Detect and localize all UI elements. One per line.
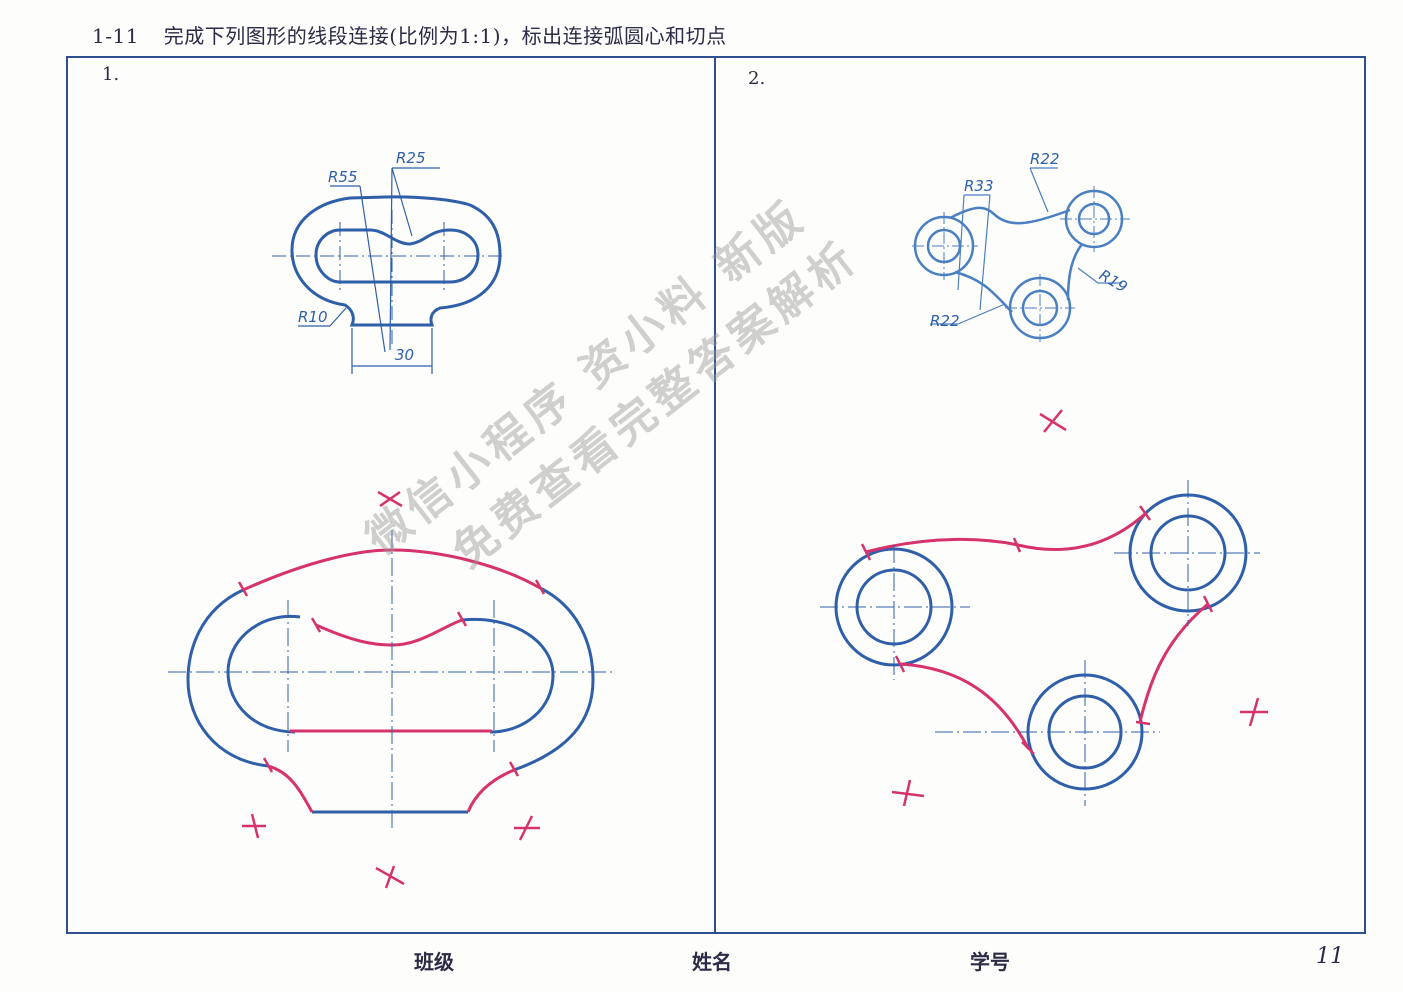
center-mark-bottom <box>375 865 405 889</box>
right-solution-figure <box>820 409 1268 807</box>
exercise-instruction: 完成下列图形的线段连接(比例为1:1)，标出连接弧圆心和切点 <box>163 24 727 48</box>
sol-left-fillet-r10 <box>267 764 314 813</box>
center-mark-left <box>242 813 266 839</box>
panel-divider <box>714 56 716 934</box>
ref-circle-right-outer <box>1064 189 1124 249</box>
center-mark-top <box>377 490 403 508</box>
ref-inner-slot <box>314 228 480 284</box>
dim-r22-top: R22 <box>1030 150 1060 168</box>
ref-arc-r19 <box>1066 243 1084 301</box>
tangent-tick-r4 <box>894 655 906 673</box>
center-mark-r19 <box>1240 697 1268 727</box>
center-mark-r22 <box>891 779 925 807</box>
left-reference-figure <box>272 167 506 374</box>
sol-outer-left-arc <box>186 588 269 768</box>
ref-arc-r33 <box>949 206 1071 225</box>
dim-30: 30 <box>395 346 414 364</box>
dim-r25: R25 <box>396 149 426 167</box>
sol-arc-r33 <box>865 511 1148 554</box>
right-reference-figure <box>912 167 1130 342</box>
footer-name-label: 姓名 <box>692 950 732 974</box>
sol-top-arc-r55 <box>242 548 541 592</box>
drawing-frame <box>66 56 1366 934</box>
ref-outer-contour <box>290 195 502 327</box>
dim-r22-bottom: R22 <box>930 312 960 330</box>
footer-class-label: 班级 <box>414 950 454 974</box>
panel-label-2: 2. <box>748 68 766 89</box>
tangent-tick-5 <box>262 757 274 773</box>
tangent-tick-r6 <box>1202 595 1214 613</box>
sol-outer-right-arc <box>513 586 595 772</box>
tangent-tick-r7 <box>1135 720 1151 726</box>
exercise-number: 1-11 <box>92 24 139 48</box>
tangent-tick-2 <box>534 579 546 595</box>
tangent-tick-r5 <box>1021 741 1035 755</box>
sol-inner-left <box>226 614 301 734</box>
sol-inner-right <box>461 617 555 734</box>
sol-right-fillet-r10 <box>466 768 515 813</box>
tangent-tick-6 <box>508 761 520 777</box>
page-number: 11 <box>1316 944 1344 969</box>
dim-r19: R19 <box>1096 266 1131 296</box>
sol-arc-r19 <box>1138 602 1209 723</box>
center-mark-r33 <box>1039 409 1067 433</box>
sol-inner-top-arc-r25 <box>315 618 463 647</box>
center-mark-right <box>514 815 540 841</box>
tangent-tick-r1 <box>860 543 872 561</box>
dim-r55: R55 <box>328 168 358 186</box>
dim-r10: R10 <box>298 308 328 326</box>
tangent-tick-4 <box>456 611 468 627</box>
footer-id-label: 学号 <box>970 950 1010 974</box>
ref-arc-r22-bottom <box>954 270 1013 313</box>
tangent-tick-1 <box>237 581 249 597</box>
tangent-tick-r2 <box>1012 537 1022 553</box>
sol-arc-r22-bottom <box>900 662 1030 749</box>
tangent-tick-r3 <box>1138 505 1152 521</box>
left-solution-figure <box>168 490 612 889</box>
dim-r33: R33 <box>964 177 994 195</box>
tangent-tick-3 <box>310 617 322 633</box>
exercise-header: 1-11 完成下列图形的线段连接(比例为1:1)，标出连接弧圆心和切点 <box>92 20 727 49</box>
panel-label-1: 1. <box>102 64 120 85</box>
